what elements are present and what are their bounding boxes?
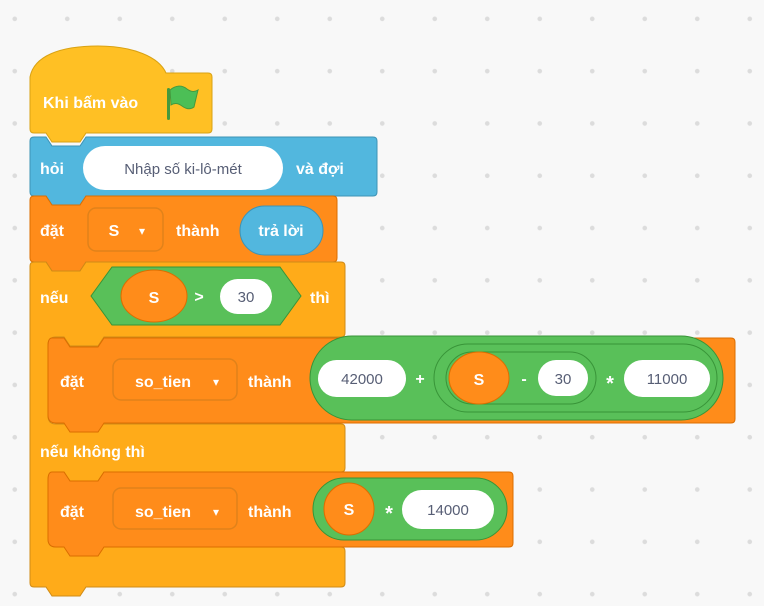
number-input-11000[interactable] <box>624 360 710 397</box>
minus-sign: - <box>521 371 526 388</box>
number-input-14000[interactable] <box>402 490 494 529</box>
ask-label-suffix: và đợi <box>296 161 344 178</box>
if-label: nếu <box>40 290 68 307</box>
set-s-to-label: thành <box>176 223 220 240</box>
plus-sign: + <box>415 371 424 388</box>
set-money-if-label: đặt <box>60 374 85 391</box>
dropdown-arrow-icon: ▾ <box>139 224 145 238</box>
ask-label-prefix: hỏi <box>40 161 64 178</box>
set-s-label: đặt <box>40 223 65 240</box>
green-flag-icon <box>167 85 199 120</box>
greater-than-sign: > <box>194 289 203 306</box>
number-30: 30 <box>555 371 572 388</box>
set-money-if-variable-name: so_tien <box>135 374 191 391</box>
number-42000: 42000 <box>341 371 383 388</box>
ask-question-input[interactable] <box>83 146 283 190</box>
then-label: thì <box>310 290 330 307</box>
set-money-if-variable-dropdown[interactable] <box>112 358 238 401</box>
condition-number-value: 30 <box>238 289 255 306</box>
answer-reporter[interactable] <box>239 205 324 256</box>
set-s-variable-dropdown[interactable] <box>87 207 164 252</box>
dropdown-arrow-icon: ▾ <box>213 375 219 389</box>
set-money-else-label: đặt <box>60 504 85 521</box>
expr2-variable-s[interactable] <box>323 482 375 536</box>
expr2-variable-s-label: S <box>344 502 355 519</box>
expr-variable-s[interactable] <box>448 351 510 405</box>
hat-block-when-clicked[interactable] <box>29 45 213 143</box>
set-money-else-variable-dropdown[interactable] <box>112 487 238 530</box>
dropdown-arrow-icon: ▾ <box>213 505 219 519</box>
ask-question-value: Nhập số ki-lô-mét <box>124 161 242 178</box>
condition-number-input[interactable] <box>220 279 272 314</box>
answer-reporter-label: trả lời <box>258 223 303 240</box>
number-11000: 11000 <box>647 371 688 388</box>
condition-variable-s[interactable] <box>120 269 188 323</box>
number-input-30[interactable] <box>538 360 588 396</box>
set-money-else-variable-name: so_tien <box>135 504 191 521</box>
asterisk-sign: * <box>606 373 614 395</box>
hat-block-label: Khi bấm vào <box>43 95 138 112</box>
set-money-if-to-label: thành <box>248 374 292 391</box>
number-14000: 14000 <box>427 502 469 519</box>
number-input-42000[interactable] <box>318 360 406 397</box>
condition-variable-s-label: S <box>149 290 160 307</box>
set-s-variable-name: S <box>109 223 120 240</box>
asterisk-sign-2: * <box>385 503 393 525</box>
else-label: nếu không thì <box>40 444 145 461</box>
expr-variable-s-label: S <box>474 372 485 389</box>
set-money-else-to-label: thành <box>248 504 292 521</box>
